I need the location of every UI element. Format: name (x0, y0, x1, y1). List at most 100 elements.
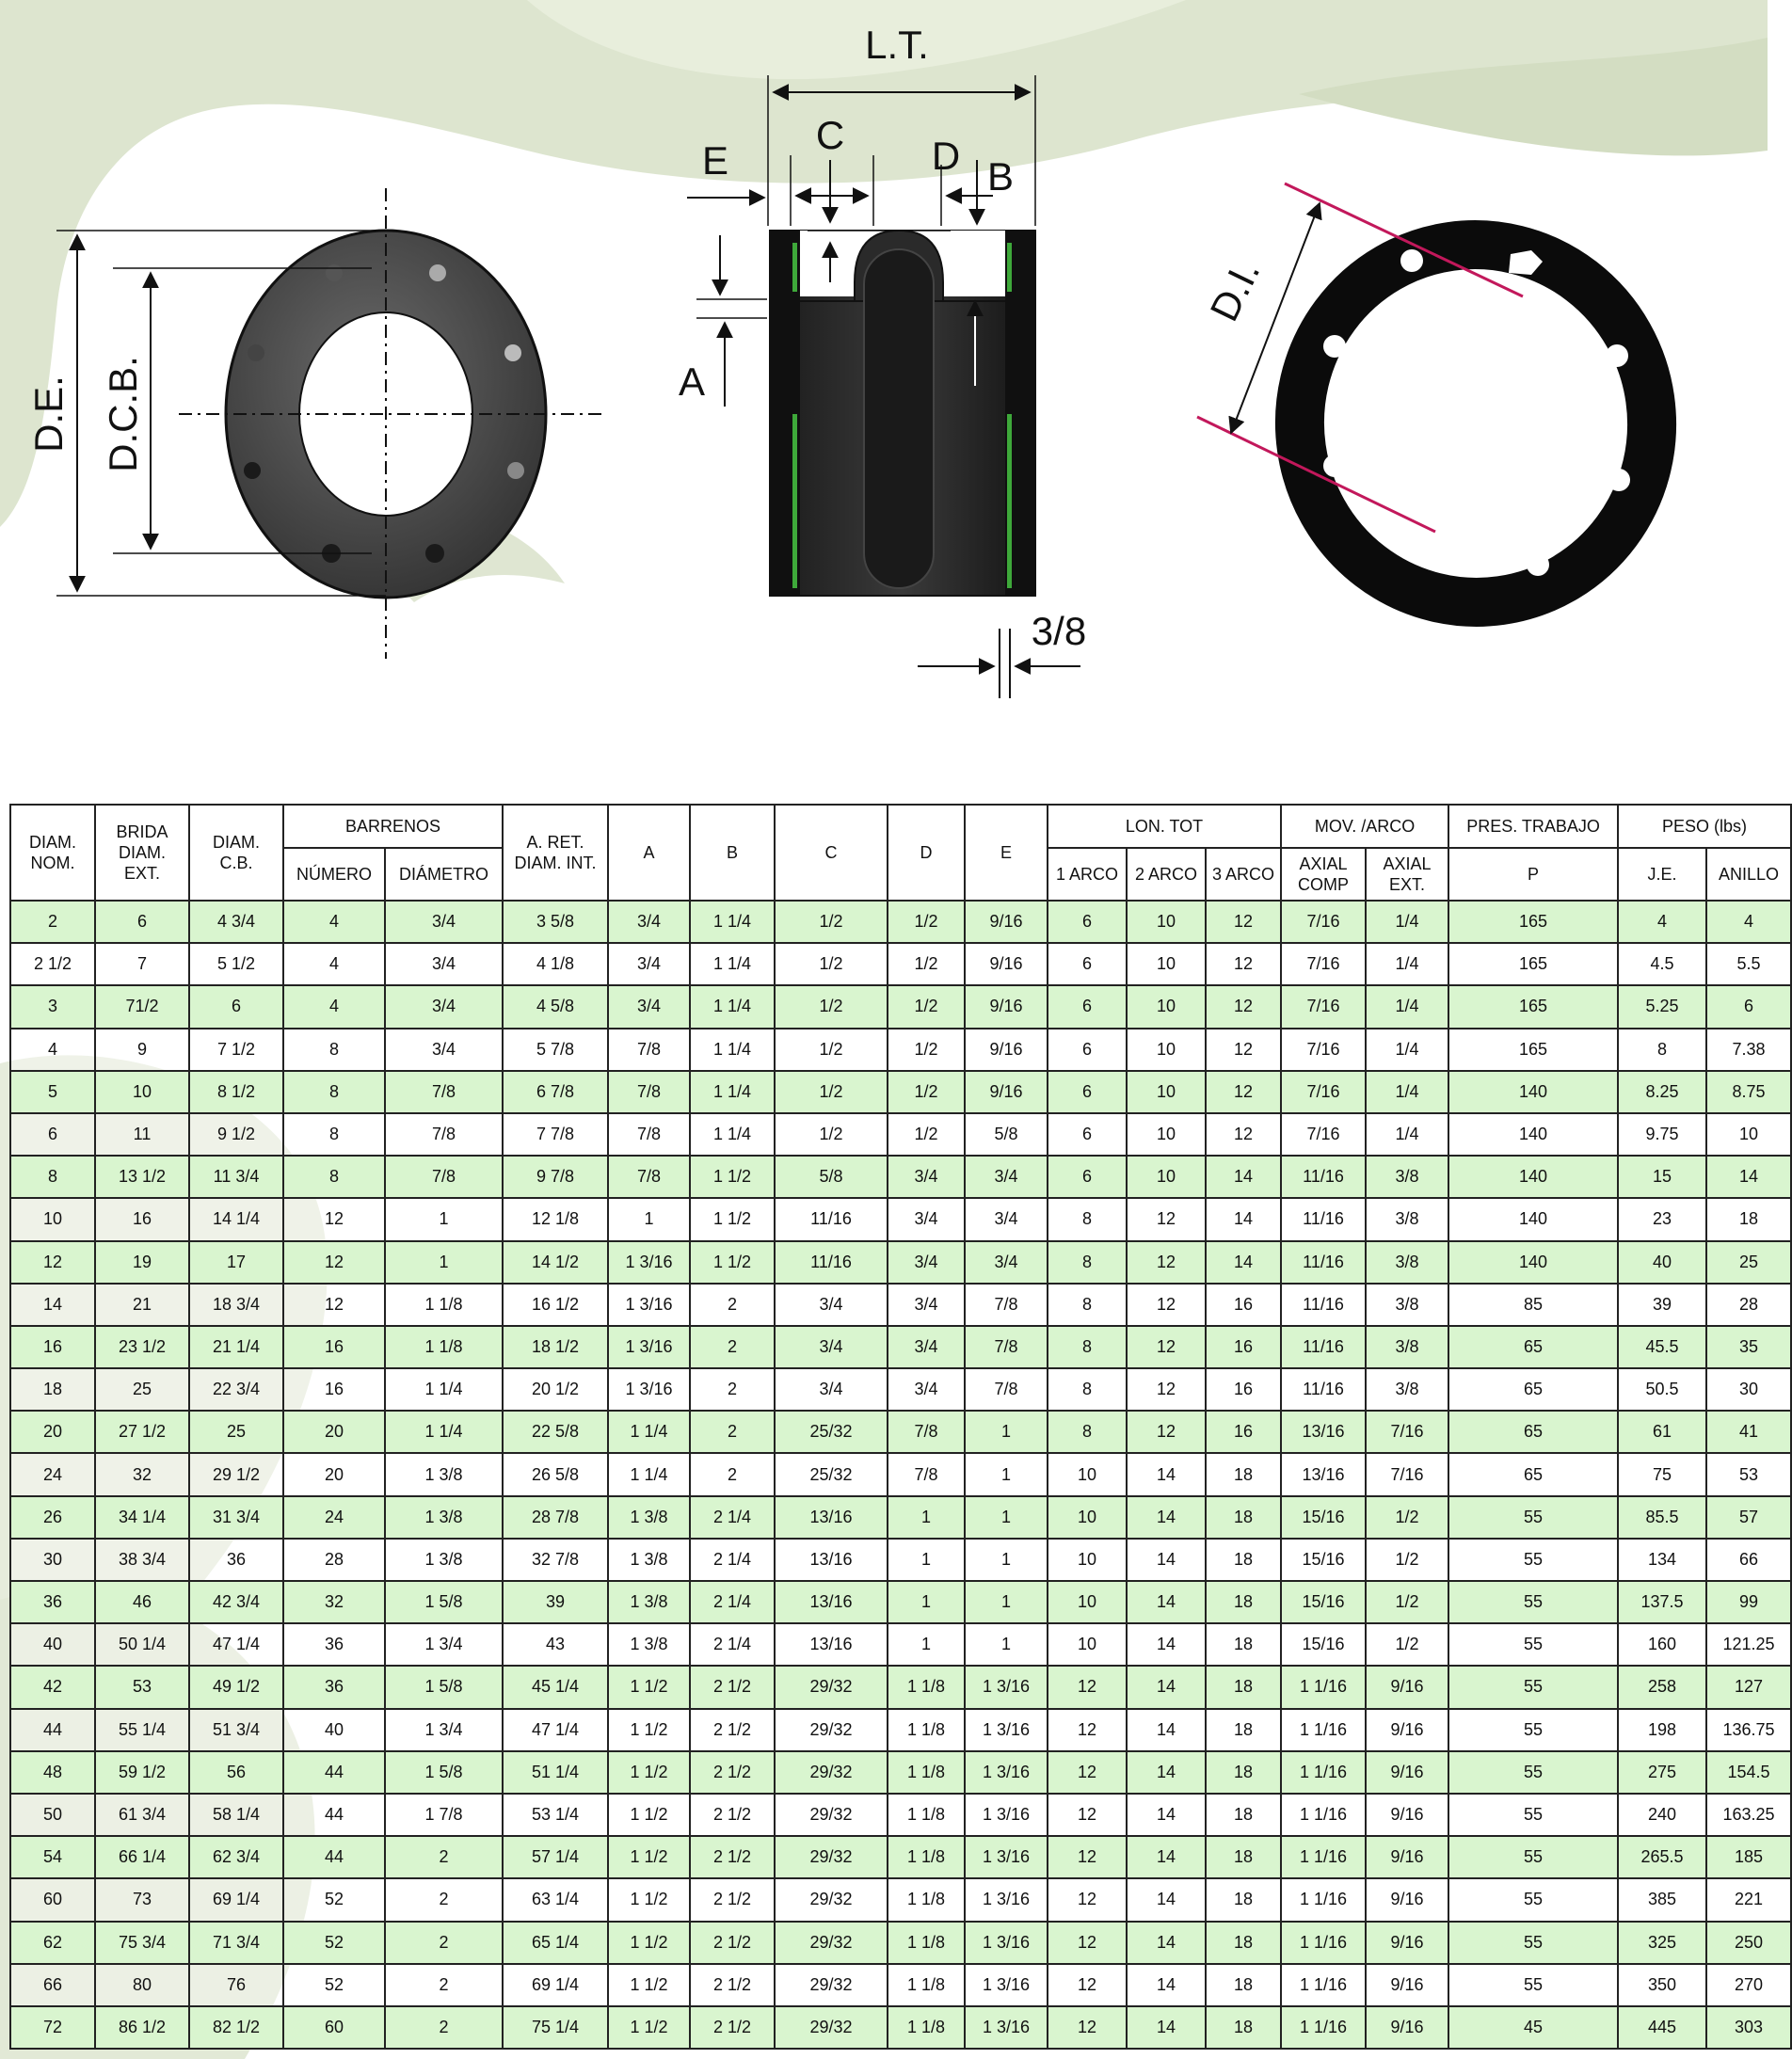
table-cell: 385 (1617, 1877, 1708, 1923)
table-cell: 29/32 (774, 1792, 888, 1838)
table-cell: 28 7/8 (502, 1494, 609, 1540)
table-cell: 140 (1448, 1155, 1620, 1200)
table-cell: 2 (689, 1452, 776, 1497)
table-cell: 7/8 (887, 1452, 966, 1497)
table-cell: 14 (1126, 1537, 1207, 1583)
table-cell: 6 (1047, 899, 1128, 945)
table-cell: 12 (1047, 1877, 1128, 1923)
table-cell: 2 1/2 (9, 942, 96, 987)
table-cell: 1 3/16 (964, 1792, 1048, 1838)
table-cell: 23 1/2 (94, 1324, 190, 1370)
header-c: C (774, 804, 888, 902)
table-cell: 5.25 (1617, 984, 1708, 1030)
table-cell: 25/32 (774, 1452, 888, 1497)
table-cell: 1 1/4 (689, 984, 776, 1030)
header-b: B (689, 804, 776, 902)
table-cell: 1/2 (774, 1027, 888, 1072)
table-cell: 14 (1126, 1452, 1207, 1497)
table-cell: 3/4 (887, 1239, 966, 1285)
table-cell: 165 (1448, 899, 1620, 945)
table-cell: 19 (94, 1239, 190, 1285)
table-cell: 136.75 (1705, 1707, 1792, 1752)
table-cell: 20 (9, 1410, 96, 1455)
table-cell: 1 1/16 (1280, 1749, 1368, 1795)
table-cell: 10 (94, 1069, 190, 1114)
table-cell: 36 (282, 1665, 386, 1710)
table-cell: 12 (1204, 899, 1283, 945)
table-cell: 66 1/4 (94, 1835, 190, 1880)
table-cell: 6 (94, 899, 190, 945)
table-cell: 29/32 (774, 1962, 888, 2007)
table-cell: 1/2 (887, 899, 966, 945)
table-cell: 3/4 (964, 1155, 1048, 1200)
table-cell: 1 5/8 (384, 1665, 504, 1710)
table-cell: 7/16 (1280, 1027, 1368, 1072)
table-cell: 2 (689, 1324, 776, 1370)
table-cell: 50 1/4 (94, 1622, 190, 1668)
table-cell: 14 1/2 (502, 1239, 609, 1285)
table-cell: 66 (9, 1962, 96, 2007)
table-cell: 1 3/16 (964, 1835, 1048, 1880)
table-cell: 44 (282, 1749, 386, 1795)
table-cell: 6 7/8 (502, 1069, 609, 1114)
table-cell: 17 (188, 1239, 284, 1285)
table-cell: 3/4 (887, 1324, 966, 1370)
table-cell: 18 (1204, 1749, 1283, 1795)
table-cell: 10 (1126, 899, 1207, 945)
table-cell: 1 3/8 (607, 1579, 691, 1625)
table-cell: 1 (887, 1579, 966, 1625)
table-cell: 1 3/16 (607, 1282, 691, 1327)
table-cell: 1 1/8 (887, 1792, 966, 1838)
table-cell: 3/4 (607, 942, 691, 987)
table-cell: 36 (188, 1537, 284, 1583)
table-cell: 60 (282, 2004, 386, 2051)
table-cell: 1 3/4 (384, 1707, 504, 1752)
table-cell: 198 (1617, 1707, 1708, 1752)
table-cell: 65 (1448, 1452, 1620, 1497)
table-cell: 9.75 (1617, 1111, 1708, 1157)
table-cell: 65 (1448, 1410, 1620, 1455)
table-cell: 18 (1204, 1877, 1283, 1923)
table-cell: 15/16 (1280, 1622, 1368, 1668)
table-cell: 4 1/8 (502, 942, 609, 987)
table-cell: 1 1/2 (607, 1792, 691, 1838)
table-cell: 54 (9, 1835, 96, 1880)
table-cell: 121.25 (1705, 1622, 1792, 1668)
table-cell: 18 (1204, 1835, 1283, 1880)
table-cell: 3/4 (384, 984, 504, 1030)
table-cell: 44 (9, 1707, 96, 1752)
header-aret: A. RET.DIAM. INT. (502, 804, 609, 902)
table-cell: 1 3/16 (607, 1324, 691, 1370)
table-cell: 9/16 (964, 1069, 1048, 1114)
table-cell: 10 (1047, 1622, 1128, 1668)
table-cell: 32 (282, 1579, 386, 1625)
table-cell: 12 (1047, 1962, 1128, 2007)
table-cell: 270 (1705, 1962, 1792, 2007)
table-cell: 7/16 (1280, 1069, 1368, 1114)
joint-section-drawing: L.T. E C D B A 3/8 (679, 23, 1086, 698)
table-cell: 50.5 (1617, 1367, 1708, 1413)
table-cell: 9/16 (964, 899, 1048, 945)
table-cell: 29/32 (774, 1707, 888, 1752)
table-cell: 52 (282, 1920, 386, 1965)
table-cell: 69 1/4 (188, 1877, 284, 1923)
table-cell: 1 1/2 (607, 1835, 691, 1880)
table-cell: 1 3/16 (964, 1749, 1048, 1795)
table-cell: 185 (1705, 1835, 1792, 1880)
table-cell: 14 (1204, 1197, 1283, 1242)
table-cell: 18 (1204, 1494, 1283, 1540)
technical-drawings: D.E. D.C.B. L.T. E C D (26, 23, 1677, 698)
table-cell: 1 3/8 (384, 1494, 504, 1540)
table-cell: 250 (1705, 1920, 1792, 1965)
table-cell: 1 1/2 (689, 1155, 776, 1200)
table-cell: 12 (1126, 1367, 1207, 1413)
table-cell: 18 (1204, 2004, 1283, 2051)
table-cell: 1 1/2 (607, 1962, 691, 2007)
table-cell: 52 (282, 1877, 386, 1923)
table-cell: 55 (1448, 1835, 1620, 1880)
